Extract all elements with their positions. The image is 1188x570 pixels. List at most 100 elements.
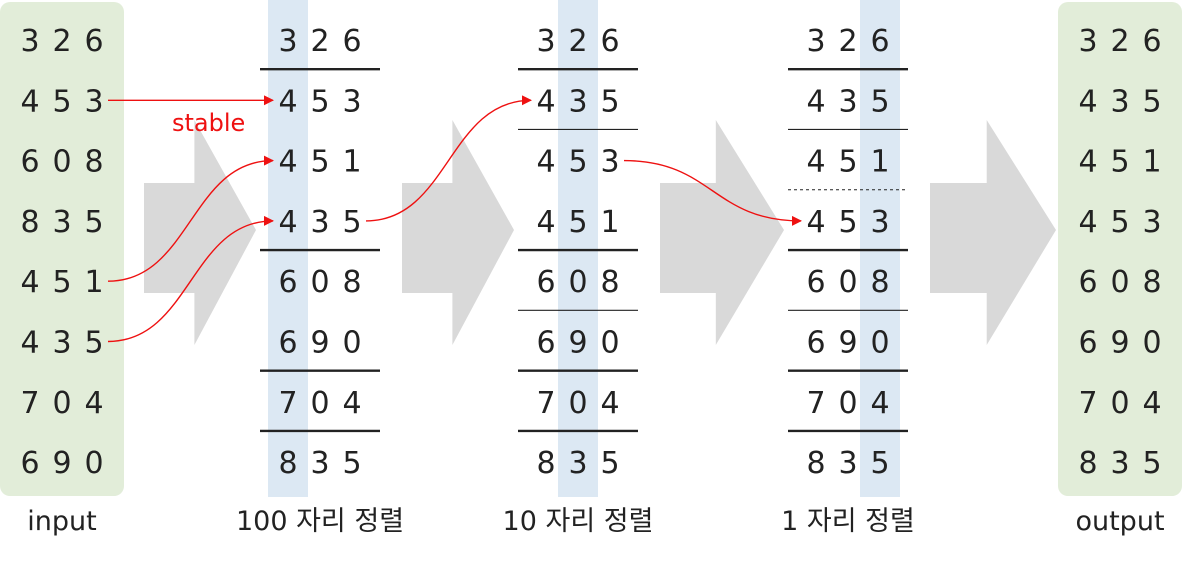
sort-10-row-1-digit-2: 5: [600, 84, 619, 119]
input-row-6-digit-2: 4: [84, 386, 103, 421]
sort-1-row-4-digit-1: 0: [838, 265, 857, 300]
sort-10-row-5-digit-0: 6: [536, 326, 555, 361]
output-row-2-digit-2: 1: [1142, 145, 1161, 180]
column-backgrounds: [0, 0, 1182, 497]
sort-1-row-5-digit-0: 6: [806, 326, 825, 361]
sort-1-row-2-digit-2: 1: [870, 145, 889, 180]
sort-10-row-2-digit-0: 4: [536, 145, 555, 180]
output-row-3-digit-1: 5: [1110, 205, 1129, 240]
output-row-0-digit-0: 3: [1078, 24, 1097, 59]
sort-10-row-2-digit-1: 5: [568, 145, 587, 180]
output-row-5-digit-1: 9: [1110, 326, 1129, 361]
output-row-3-digit-0: 4: [1078, 205, 1097, 240]
sort-10-row-4-digit-2: 8: [600, 265, 619, 300]
output-row-5-digit-2: 0: [1142, 326, 1161, 361]
sort-10-row-0-digit-1: 2: [568, 24, 587, 59]
sort-1-row-1-digit-2: 5: [870, 84, 889, 119]
flow-arrow-4: [930, 120, 1056, 345]
stable-arrows: [107, 95, 802, 343]
sort-100-row-7-digit-2: 5: [342, 446, 361, 481]
sort-100-row-2-digit-1: 5: [310, 145, 329, 180]
sort-1-row-6-digit-0: 7: [806, 386, 825, 421]
input-row-3-digit-1: 3: [52, 205, 71, 240]
input-panel: [0, 2, 124, 496]
sort-100-row-3-digit-2: 5: [342, 205, 361, 240]
stable-arrow-2: [107, 155, 274, 282]
sort-10-row-3-digit-2: 1: [600, 205, 619, 240]
sort-100-row-1-digit-1: 5: [310, 84, 329, 119]
sort-1-digit-highlight: [860, 0, 900, 497]
input-row-6-digit-1: 0: [52, 386, 71, 421]
sort-1-row-4-digit-2: 8: [870, 265, 889, 300]
output-row-3-digit-2: 3: [1142, 205, 1161, 240]
output-row-6-digit-2: 4: [1142, 386, 1161, 421]
input-row-7-digit-2: 0: [84, 446, 103, 481]
sort-100-row-3-digit-1: 3: [310, 205, 329, 240]
sort-10-row-2-digit-2: 3: [600, 145, 619, 180]
sort-10-row-6-digit-2: 4: [600, 386, 619, 421]
output-row-5-digit-0: 6: [1078, 326, 1097, 361]
sort-1-row-2-digit-1: 5: [838, 145, 857, 180]
output-row-6-digit-0: 7: [1078, 386, 1097, 421]
sort-1-row-0-digit-1: 2: [838, 24, 857, 59]
sort-1-row-4-digit-0: 6: [806, 265, 825, 300]
sort-100-row-7-digit-0: 8: [278, 446, 297, 481]
input-row-5-digit-1: 3: [52, 326, 71, 361]
input-row-1-digit-1: 5: [52, 84, 71, 119]
output-row-7-digit-2: 5: [1142, 446, 1161, 481]
sort-10-row-0-digit-0: 3: [536, 24, 555, 59]
sort-100-row-6-digit-0: 7: [278, 386, 297, 421]
output-row-4-digit-2: 8: [1142, 265, 1161, 300]
sort-10-caption: 10 자리 정렬: [503, 506, 654, 537]
sort-100-row-5-digit-1: 9: [310, 326, 329, 361]
sort-1-row-1-digit-0: 4: [806, 84, 825, 119]
sort-100-row-5-digit-0: 6: [278, 326, 297, 361]
sort-1-row-3-digit-0: 4: [806, 205, 825, 240]
input-row-2-digit-1: 0: [52, 145, 71, 180]
input-row-3-digit-2: 5: [84, 205, 103, 240]
sort-1-row-7-digit-0: 8: [806, 446, 825, 481]
sort-100-row-5-digit-2: 0: [342, 326, 361, 361]
sort-100-row-1-digit-2: 3: [342, 84, 361, 119]
sort-100-row-4-digit-0: 6: [278, 265, 297, 300]
sort-10-row-1-digit-1: 3: [568, 84, 587, 119]
input-row-2-digit-2: 8: [84, 145, 103, 180]
sort-10-row-7-digit-2: 5: [600, 446, 619, 481]
sort-10-row-0-digit-2: 6: [600, 24, 619, 59]
sort-1-row-6-digit-2: 4: [870, 386, 889, 421]
sort-1-row-0-digit-2: 6: [870, 24, 889, 59]
sort-10-row-3-digit-1: 5: [568, 205, 587, 240]
input-row-0-digit-2: 6: [84, 24, 103, 59]
sort-10-row-4-digit-0: 6: [536, 265, 555, 300]
sort-10-row-5-digit-1: 9: [568, 326, 587, 361]
input-row-2-digit-0: 6: [20, 145, 39, 180]
sort-1-row-1-digit-1: 3: [838, 84, 857, 119]
sort-100-row-0-digit-0: 3: [278, 24, 297, 59]
flow-arrows: [144, 120, 1056, 345]
output-row-2-digit-0: 4: [1078, 145, 1097, 180]
sort-100-row-6-digit-1: 0: [310, 386, 329, 421]
input-row-7-digit-0: 6: [20, 446, 39, 481]
input-row-5-digit-0: 4: [20, 326, 39, 361]
sort-100-row-4-digit-1: 0: [310, 265, 329, 300]
input-row-1-digit-2: 3: [84, 84, 103, 119]
output-row-4-digit-0: 6: [1078, 265, 1097, 300]
